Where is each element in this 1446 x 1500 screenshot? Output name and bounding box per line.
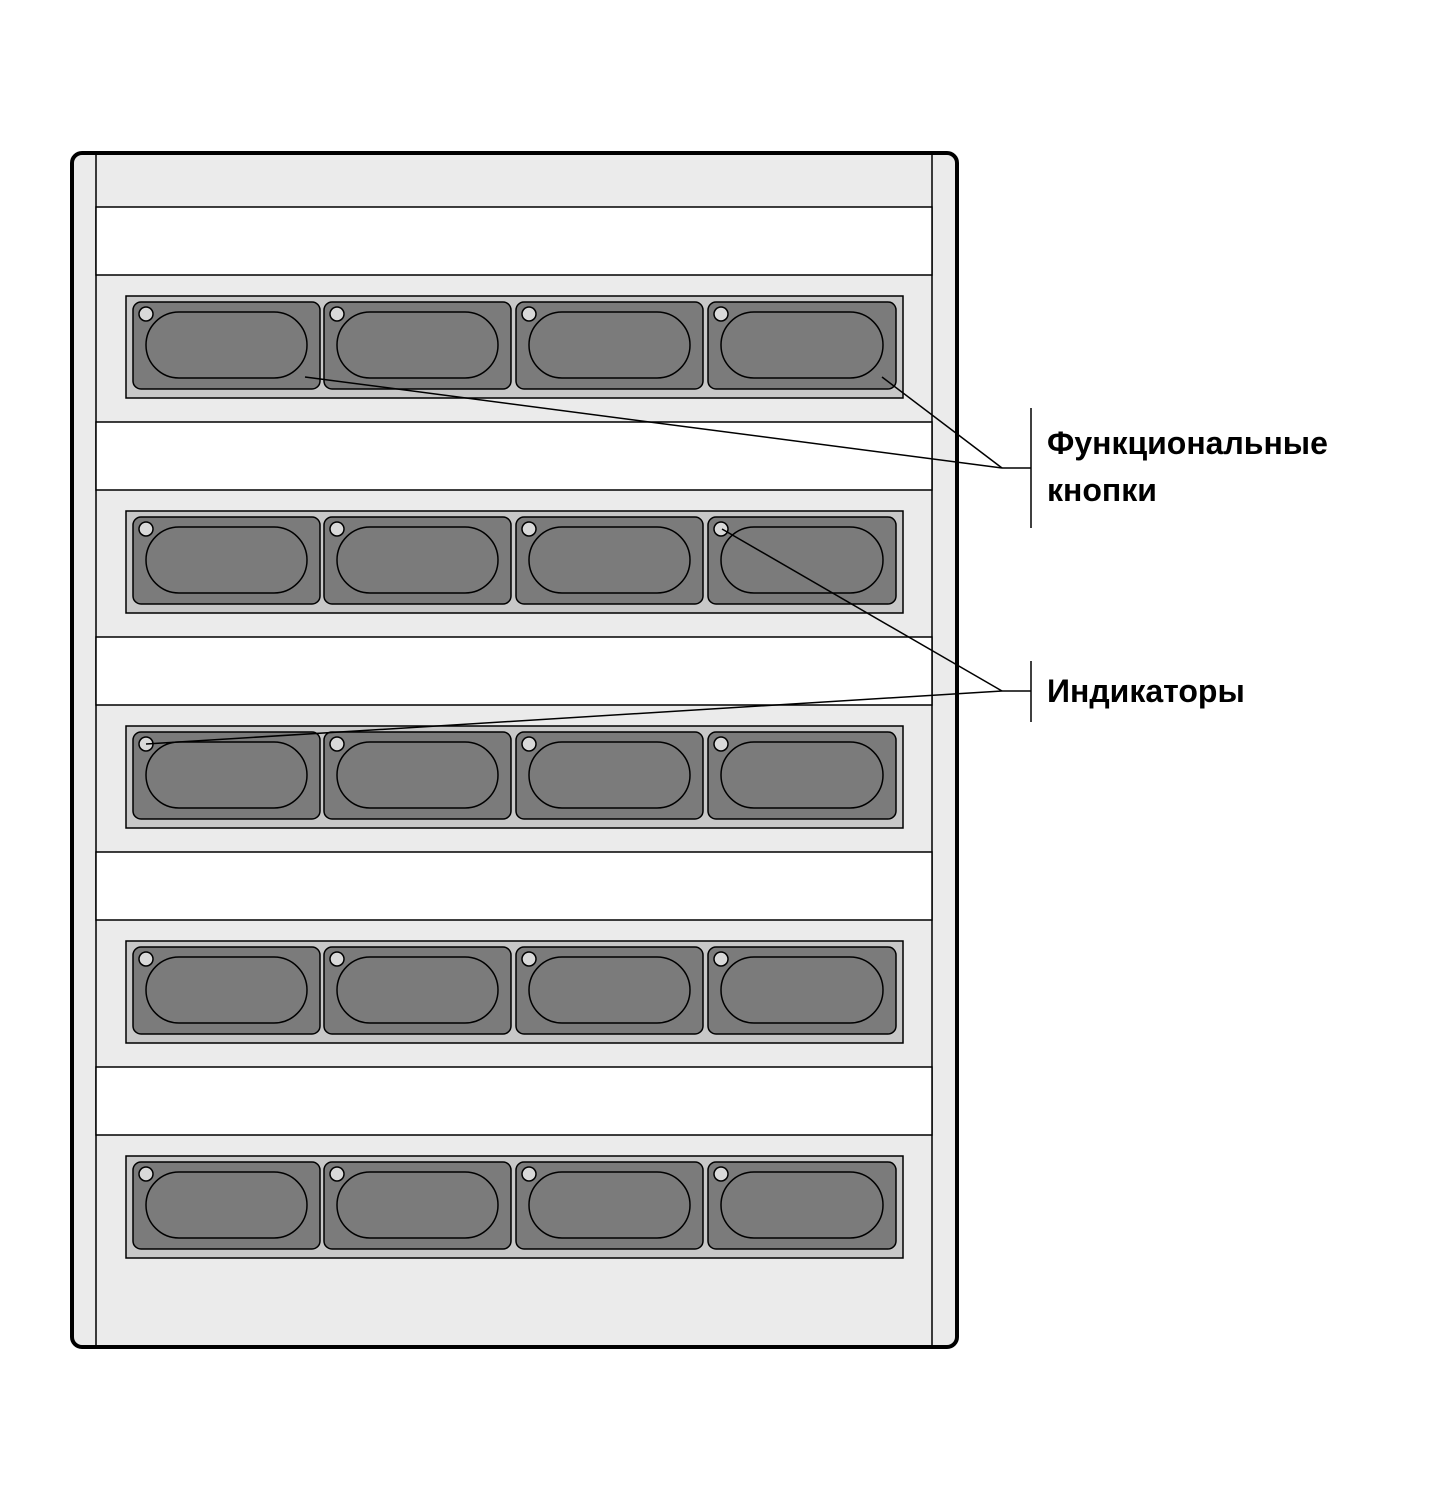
button-row bbox=[125, 1155, 904, 1259]
function-button-keycap bbox=[720, 956, 884, 1024]
function-button-keycap bbox=[528, 311, 691, 379]
function-button[interactable] bbox=[323, 731, 512, 820]
indicator-led-icon bbox=[329, 521, 345, 537]
function-button[interactable] bbox=[132, 1161, 321, 1250]
function-buttons-label-line1: Функциональные bbox=[1047, 425, 1328, 461]
indicators-callout: Индикаторы bbox=[145, 528, 1245, 745]
function-button[interactable] bbox=[132, 731, 321, 820]
function-button[interactable] bbox=[515, 946, 704, 1035]
indicator-led-icon bbox=[713, 951, 729, 967]
function-button-keycap bbox=[336, 1171, 499, 1239]
indicator-led-icon bbox=[713, 521, 729, 537]
label-strip bbox=[95, 851, 933, 921]
function-button-keycap bbox=[336, 956, 499, 1024]
indicator-led-icon bbox=[521, 521, 537, 537]
label-strips bbox=[95, 206, 933, 1136]
indicator-led-icon bbox=[713, 1166, 729, 1182]
indicator-led-icon bbox=[329, 306, 345, 322]
function-button-keycap bbox=[145, 311, 308, 379]
button-rows bbox=[125, 295, 904, 1259]
indicator-led-icon bbox=[521, 951, 537, 967]
callouts: Функциональные кнопки Индикаторы bbox=[145, 376, 1337, 745]
function-button-keycap bbox=[720, 311, 884, 379]
leader-line bbox=[721, 528, 1003, 692]
function-button[interactable] bbox=[132, 516, 321, 605]
leader-line bbox=[304, 376, 1003, 469]
function-buttons-label: Функциональные кнопки bbox=[1047, 425, 1337, 508]
button-row bbox=[125, 510, 904, 614]
function-button-keycap bbox=[336, 311, 499, 379]
function-buttons-label-line2: кнопки bbox=[1047, 472, 1157, 508]
indicator-led-icon bbox=[521, 306, 537, 322]
function-button-keycap bbox=[528, 526, 691, 594]
indicator-led-icon bbox=[138, 1166, 154, 1182]
function-button[interactable] bbox=[707, 946, 897, 1035]
indicator-led-icon bbox=[521, 1166, 537, 1182]
indicator-led-icon bbox=[713, 306, 729, 322]
function-button-keycap bbox=[528, 956, 691, 1024]
label-strip bbox=[95, 1066, 933, 1136]
function-button-keycap bbox=[145, 956, 308, 1024]
function-button-keycap bbox=[336, 741, 499, 809]
label-strip bbox=[95, 206, 933, 276]
label-strip bbox=[95, 636, 933, 706]
function-button[interactable] bbox=[323, 1161, 512, 1250]
function-button[interactable] bbox=[323, 516, 512, 605]
function-button[interactable] bbox=[707, 301, 897, 390]
function-button[interactable] bbox=[707, 1161, 897, 1250]
function-button[interactable] bbox=[515, 516, 704, 605]
function-button[interactable] bbox=[323, 946, 512, 1035]
indicator-led-icon bbox=[329, 951, 345, 967]
function-button-keycap bbox=[528, 741, 691, 809]
function-button[interactable] bbox=[515, 1161, 704, 1250]
indicator-led-icon bbox=[521, 736, 537, 752]
function-button-keycap bbox=[336, 526, 499, 594]
indicator-led-icon bbox=[138, 521, 154, 537]
function-button-keycap bbox=[720, 526, 884, 594]
indicator-led-icon bbox=[329, 1166, 345, 1182]
button-row bbox=[125, 295, 904, 399]
function-button-keycap bbox=[145, 1171, 308, 1239]
function-button[interactable] bbox=[515, 731, 704, 820]
function-button[interactable] bbox=[707, 731, 897, 820]
function-button[interactable] bbox=[515, 301, 704, 390]
leader-line bbox=[881, 376, 1003, 469]
button-row bbox=[125, 940, 904, 1044]
indicator-led-icon bbox=[138, 306, 154, 322]
indicator-led-icon bbox=[138, 951, 154, 967]
function-button-keycap bbox=[528, 1171, 691, 1239]
function-buttons-callout: Функциональные кнопки bbox=[304, 376, 1337, 528]
function-button-keycap bbox=[145, 741, 308, 809]
function-button[interactable] bbox=[132, 946, 321, 1035]
function-button-keycap bbox=[145, 526, 308, 594]
function-button[interactable] bbox=[707, 516, 897, 605]
function-button-keycap bbox=[720, 741, 884, 809]
indicator-led-icon bbox=[713, 736, 729, 752]
function-button[interactable] bbox=[323, 301, 512, 390]
indicator-led-icon bbox=[329, 736, 345, 752]
leader-line bbox=[145, 690, 1003, 745]
function-button-keycap bbox=[720, 1171, 884, 1239]
label-strip bbox=[95, 421, 933, 491]
indicators-label: Индикаторы bbox=[1047, 673, 1245, 709]
function-button[interactable] bbox=[132, 301, 321, 390]
button-row bbox=[125, 725, 904, 829]
